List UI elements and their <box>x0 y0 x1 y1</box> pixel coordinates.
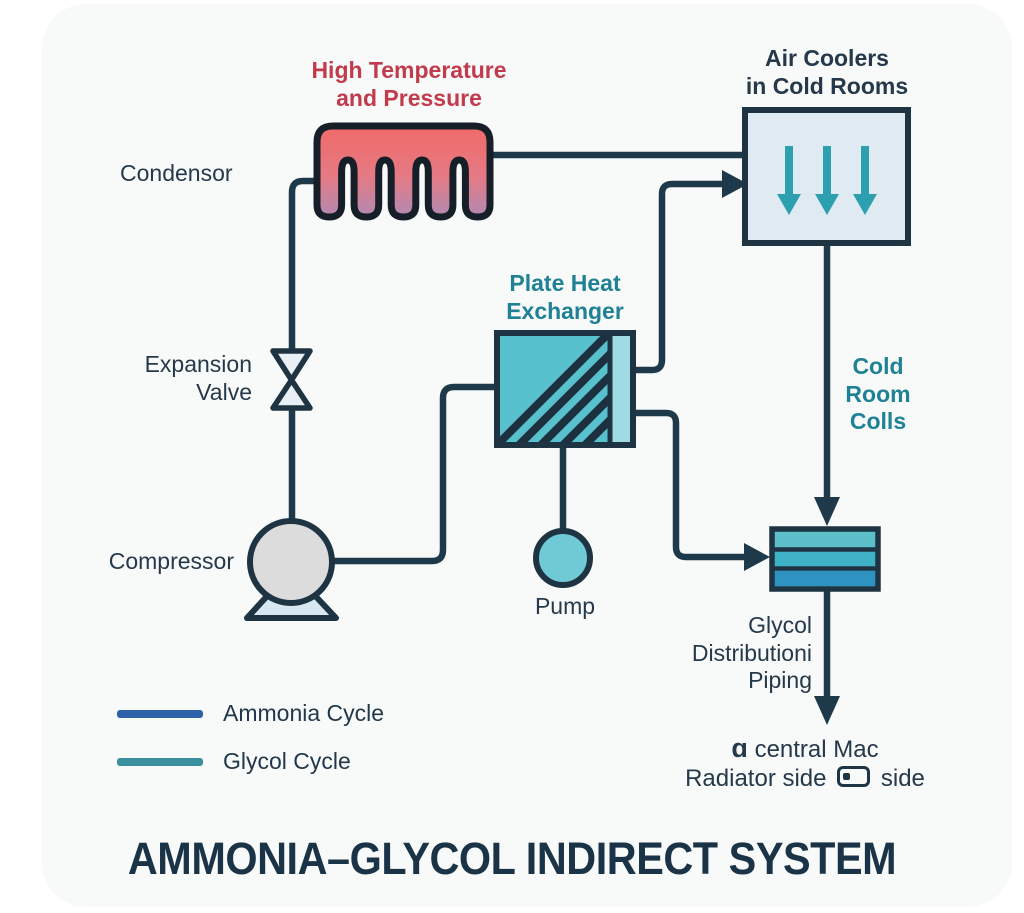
plate-he-line2: Exchanger <box>506 297 624 324</box>
arrow-distribution-down <box>814 696 840 725</box>
glycol-distribution-label: Glycol Distributioni Piping <box>660 612 812 695</box>
heat-exchanger-shape <box>494 330 636 448</box>
air-coolers-box <box>742 107 911 246</box>
cold-room-line1: Cold <box>852 353 904 379</box>
air-coolers-line1: Air Coolers <box>765 45 889 71</box>
glycol-dist-line3: Piping <box>748 667 812 694</box>
high-temp-line2: and Pressure <box>336 84 482 111</box>
radiator-note-line1-text: central Mac <box>754 736 879 763</box>
expansion-valve-shape <box>270 348 313 411</box>
cold-room-coils-label: Cold Room Colls <box>838 353 918 436</box>
glycol-cycle-label: Glycol Cycle <box>223 748 351 774</box>
radiator-note-line2: Radiator side side <box>655 765 955 793</box>
compressor-shape <box>244 518 339 621</box>
ammonia-cycle-swatch <box>117 709 203 718</box>
alpha-glyph: ɑ <box>731 733 748 763</box>
air-coolers-label: Air Coolers in Cold Rooms <box>728 45 926 100</box>
arrow-into-distribution <box>744 543 770 571</box>
radiator-note-line2-pre: Radiator side <box>685 764 827 792</box>
radiator-tag-icon <box>837 765 871 787</box>
pipe-compressor-to-exchanger <box>331 383 498 565</box>
radiator-note: ɑ central Mac Radiator side side <box>655 733 955 793</box>
radiator-note-line1: ɑ central Mac <box>655 733 955 765</box>
glycol-dist-line1: Glycol <box>748 612 812 638</box>
pipe-condenser-to-valve <box>288 177 317 349</box>
diagram-title: AMMONIA–GLYCOL INDIRECT SYSTEM <box>127 833 897 884</box>
plate-he-line1: Plate Heat <box>509 270 621 296</box>
legend-item-ammonia: Ammonia Cycle <box>117 700 384 727</box>
glycol-cycle-swatch <box>117 757 203 766</box>
pump-label-text: Pump <box>534 593 596 619</box>
pump-label: Pump <box>520 593 610 621</box>
flow-arrowheads <box>722 170 840 725</box>
high-temp-line1: High Temperature <box>311 57 507 83</box>
pipe-exchanger-to-cooler <box>632 180 722 374</box>
expansion-line1: Expansion <box>144 351 252 377</box>
legend-item-glycol: Glycol Cycle <box>117 748 351 775</box>
compressor-label-text: Compressor <box>108 548 234 574</box>
condenser-label: Condensor <box>120 160 283 188</box>
glycol-dist-line2: Distributioni <box>691 639 812 666</box>
cold-room-line2: Room <box>845 380 911 407</box>
arrow-into-cooler <box>722 170 748 198</box>
radiator-note-line2-post: side <box>880 764 925 792</box>
expansion-line2: Valve <box>196 378 252 405</box>
plate-heat-exchanger-label: Plate Heat Exchanger <box>470 270 660 325</box>
compressor-label: Compressor <box>98 548 234 576</box>
arrow-cooler-down <box>814 497 840 526</box>
glycol-distribution-shape <box>769 526 881 592</box>
cold-air-arrows-icon <box>777 146 877 215</box>
cold-room-line3: Colls <box>849 408 907 435</box>
ammonia-cycle-label: Ammonia Cycle <box>223 700 385 726</box>
air-coolers-line2: in Cold Rooms <box>745 72 909 99</box>
expansion-valve-label: Expansion Valve <box>128 351 252 406</box>
condenser-label-text: Condensor <box>120 160 233 186</box>
pipe-exchanger-to-distribution <box>632 409 744 561</box>
pump-shape <box>533 528 593 588</box>
condenser-shape <box>313 122 494 221</box>
high-temp-label: High Temperature and Pressure <box>298 57 520 112</box>
pipes <box>288 151 831 697</box>
